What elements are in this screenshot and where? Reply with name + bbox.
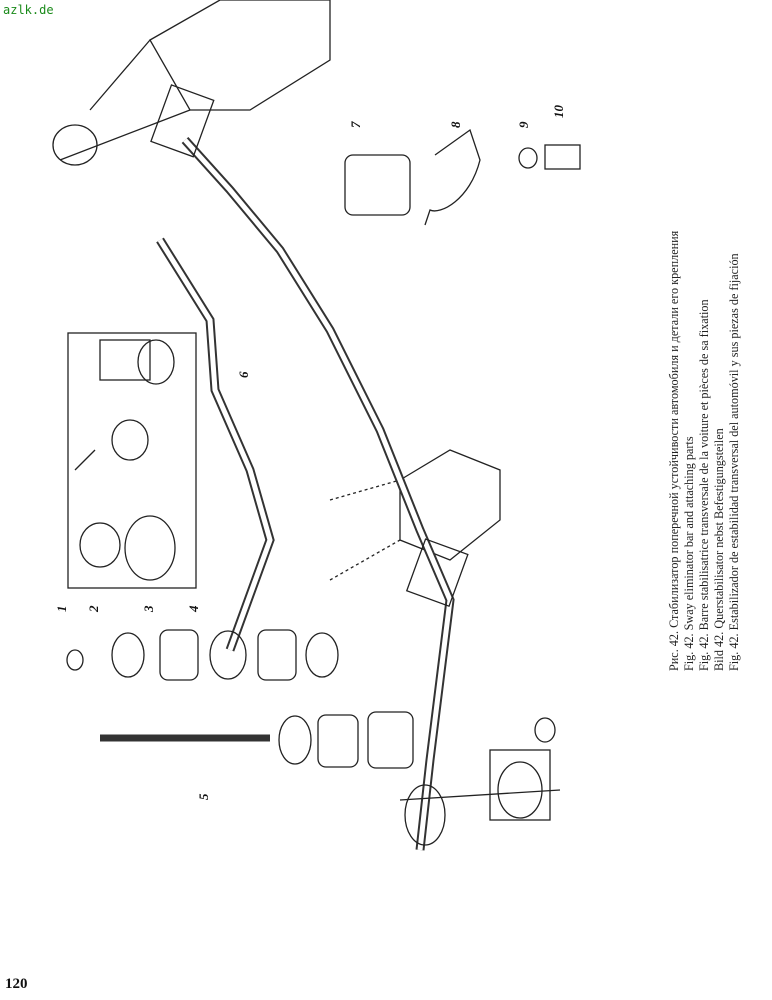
bushing-7	[344, 154, 411, 216]
caption-en: Fig. 42. Sway eliminator bar and attachi…	[682, 436, 696, 671]
part-label: 6	[236, 371, 251, 378]
caption-de: Bild 42. Querstabilisator nebst Befestig…	[712, 428, 726, 671]
part-label: 3	[141, 605, 156, 613]
caption-es: Fig. 42. Estabilizador de estabilidad tr…	[727, 253, 741, 671]
frame-member-top	[149, 0, 331, 111]
clamp-8	[424, 128, 481, 226]
page-number: 120	[5, 976, 28, 992]
detail-inset	[67, 332, 197, 589]
part-label: 1	[54, 606, 69, 613]
part-label: 2	[86, 605, 101, 613]
caption-ru: Рис. 42. Стабилизатор поперечной устойчи…	[667, 230, 681, 671]
caption-fr: Fig. 42. Barre stabilisatrice transversa…	[697, 299, 711, 671]
part-label: 5	[196, 793, 211, 800]
watermark: azlk.de	[3, 3, 54, 17]
part-label: 7	[348, 121, 363, 128]
part-label: 9	[516, 121, 531, 128]
part-label: 4	[186, 605, 201, 613]
part-label: 10	[551, 105, 566, 119]
figure-caption: Рис. 42. Стабилизатор поперечной устойчи…	[667, 181, 743, 671]
frame-member-middle	[399, 449, 501, 561]
part-label: 8	[448, 121, 463, 128]
